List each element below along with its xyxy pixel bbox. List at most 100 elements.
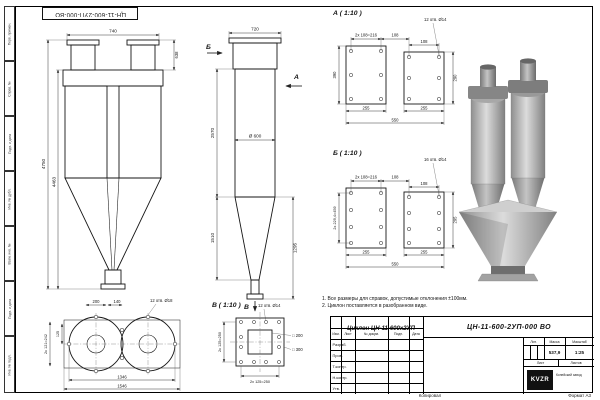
- cyclone-3d-render: [458, 58, 558, 282]
- front-view-outline: [62, 39, 164, 290]
- col-izm: Изм.: [332, 331, 340, 336]
- col-doc: № докум.: [364, 331, 379, 336]
- bottom-view: 200 140 12 отв. Ø18 125 1346 1546 2x 121…: [44, 298, 181, 391]
- col-podp: Подп.: [393, 331, 403, 336]
- side-view-outline: [228, 37, 282, 300]
- dim-1295: 1295: [293, 242, 298, 253]
- view-arrows: Б А В: [206, 44, 302, 312]
- sheets-label: Листов: [570, 360, 582, 365]
- dim-1510: 1510: [210, 232, 215, 243]
- sheet-label: Лист: [536, 360, 545, 365]
- detail-a-holes: [349, 49, 441, 101]
- dim-pitch: 2x 108=216: [355, 175, 378, 180]
- gost-cell-perv: Перв. примен.: [4, 6, 15, 61]
- scale-label: Масштаб: [572, 339, 587, 344]
- gost-label: Инв. № дубл.: [7, 188, 12, 209]
- dim-255-right: 255: [421, 250, 429, 255]
- titleblock-doc-number: ЦН-11-600-2УП-000 ВО: [423, 317, 594, 338]
- dim-square-200: □ 200: [292, 333, 303, 338]
- front-view: 740 4750 4463 638: [41, 29, 179, 290]
- dim-2570: 2570: [210, 127, 215, 138]
- gost-cell-inv-dubl: Инв. № дубл.: [4, 171, 15, 226]
- dim-4750: 4750: [41, 158, 46, 169]
- scale-value: 1:25: [574, 349, 585, 355]
- gost-label: Подп. и дата: [7, 133, 12, 154]
- dim-255-left: 255: [363, 250, 371, 255]
- dim-square-300: □ 300: [292, 347, 303, 352]
- detail-a-title: А ( 1:10 ): [332, 10, 362, 17]
- detail-a-dimensions: 2x 108=216 108 108 12 отв. Ø14 390 290 2…: [332, 17, 458, 125]
- company-name: Копейский завод: [556, 373, 582, 377]
- gost-cell-vzam: Взам. инв. №: [4, 226, 15, 281]
- gost-label: Справ. №: [7, 80, 12, 97]
- isometric-view: [458, 58, 558, 282]
- dim-550: 550: [392, 262, 400, 267]
- detail-v-holes: [239, 320, 281, 364]
- dim-1546: 1546: [117, 384, 127, 389]
- detail-v-dimensions: □ 200 □ 300 2x 125=250 2x 125=250: [218, 321, 303, 384]
- row-tkontr: Т.контр.: [332, 364, 347, 369]
- dim-200: 200: [93, 299, 101, 304]
- side-view-dimensions: 720 2570 1510 1295 Ø 600: [210, 27, 298, 300]
- dim-diameter-600: Ø 600: [249, 134, 262, 139]
- holes-note: 12 отв. Ø14: [258, 303, 281, 308]
- dim-108-left: 108: [392, 175, 400, 180]
- detail-b-view: Б ( 1:10 ) 2x 108=216 108 108 16 отв. Ø1…: [333, 150, 458, 269]
- mass-value: 537,9: [548, 349, 561, 355]
- gost-label: Подп. и дата: [7, 298, 12, 319]
- gost-label: Перв. примен.: [7, 22, 12, 45]
- detail-v-title: В ( 1:10 ): [212, 302, 241, 309]
- drawing-frame: [15, 6, 593, 393]
- dim-4463: 4463: [52, 176, 57, 187]
- detail-a-plates: [345, 45, 445, 105]
- note-2: 2. Циклон поставляется в разобранном вид…: [322, 302, 428, 309]
- dim-140: 140: [114, 299, 122, 304]
- side-view: 720 2570 1510 1295 Ø 600 Б А В: [206, 27, 302, 312]
- dim-290: 290: [453, 74, 458, 82]
- format-label: Формат А3: [568, 393, 591, 398]
- dim-229: 2x 229,4=459: [333, 206, 337, 229]
- gost-cell-podp1: Подп. и дата: [4, 116, 15, 171]
- note-1: 1. Все размеры для справок, допустимые о…: [322, 296, 468, 302]
- detail-b-title: Б ( 1:10 ): [333, 150, 362, 157]
- dim-pitch: 2x 108=216: [355, 33, 378, 38]
- front-view-dimensions: 740 4750 4463 638: [41, 29, 179, 290]
- row-prov: Пров.: [332, 353, 343, 358]
- dim-550: 550: [392, 118, 400, 123]
- gost-label: Взам. инв. №: [7, 242, 12, 265]
- lit-label: Лит.: [530, 339, 537, 344]
- detail-b-plates: [345, 187, 445, 249]
- dim-108-left: 108: [392, 33, 400, 38]
- gost-cell-sprav: Справ. №: [4, 61, 15, 116]
- gost-cell-inv-podl: Инв. № подл.: [4, 336, 15, 393]
- technical-notes: 1. Все размеры для справок, допустимые о…: [322, 296, 592, 309]
- dim-720: 720: [251, 27, 259, 32]
- gost-cell-podp2: Подп. и дата: [4, 281, 15, 336]
- holes-note: 12 отв. Ø18: [150, 298, 173, 303]
- top-stamp: ЦН-11-600-2УП-000-ВО: [42, 7, 138, 20]
- dim-390: 390: [332, 71, 337, 79]
- dim-255-right: 255: [421, 106, 429, 111]
- bottom-view-holes: [66, 314, 178, 374]
- holes-note: 16 отв. Ø14: [424, 157, 447, 162]
- dim-108-right: 108: [421, 39, 429, 44]
- detail-b-dimensions: 2x 108=216 108 108 16 отв. Ø14 2x 229,4=…: [333, 157, 458, 269]
- view-letter-a: А: [293, 74, 299, 81]
- dim-740: 740: [109, 29, 117, 34]
- row-nkontr: Н.контр.: [332, 375, 348, 380]
- dim-295: 295: [453, 216, 458, 224]
- mass-label: Масса: [549, 339, 560, 344]
- detail-b-holes: [349, 191, 441, 245]
- bottom-view-dimensions: 200 140 12 отв. Ø18 125 1346 1546 2x 121…: [44, 298, 181, 391]
- copied-label: Копировал: [418, 393, 442, 398]
- holes-note: 12 отв. Ø14: [424, 17, 447, 22]
- view-letter-b: Б: [206, 44, 211, 51]
- title-block: Изм. Лист № докум. Подп. Дата Разраб. Пр…: [330, 316, 594, 394]
- dim-255-left: 255: [363, 106, 371, 111]
- bottom-view-outline: [63, 313, 181, 375]
- dim-638: 638: [174, 51, 179, 59]
- dim-242: 2x 121=242: [44, 334, 48, 354]
- row-utv: Утв.: [332, 386, 340, 391]
- top-stamp-text: ЦН-11-600-2УП-000-ВО: [54, 10, 126, 17]
